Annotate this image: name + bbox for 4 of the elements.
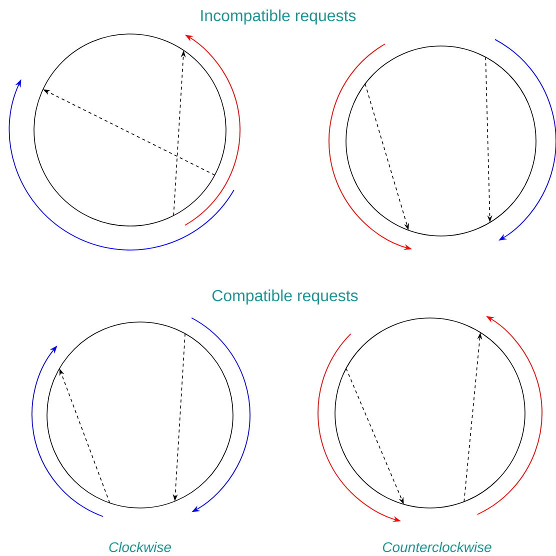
caption: Clockwise <box>109 542 171 552</box>
caption: Counterclockwise <box>382 542 492 552</box>
heading: Compatible requests <box>212 290 358 304</box>
heading: Incompatible requests <box>201 10 356 24</box>
